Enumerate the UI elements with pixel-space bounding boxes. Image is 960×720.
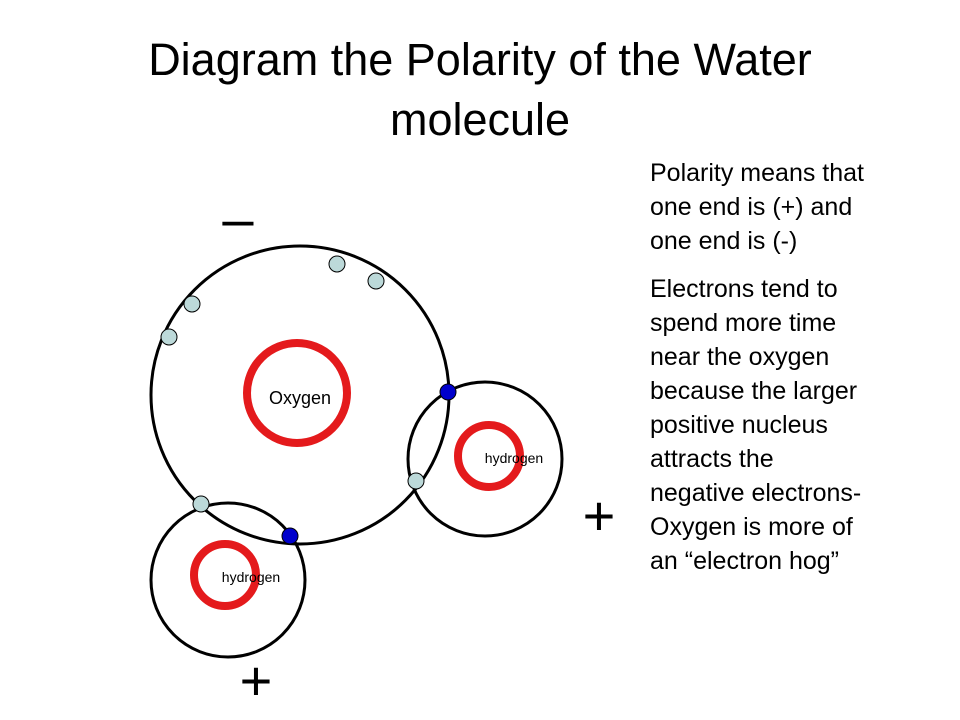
electron-line-9: an “electron hog” [650,547,840,575]
explanation-text: Polarity means that one end is (+) and o… [650,156,950,592]
electron-line-4: because the larger [650,377,858,405]
electron-line-6: attracts the [650,445,774,473]
electron-line-8: Oxygen is more of [650,513,853,541]
positive-charge-sign-bottom: + [240,649,273,712]
polarity-line-1: Polarity means that [650,159,864,187]
hydrogen-right-nucleus [454,421,524,491]
electron-unshared [328,255,346,273]
polarity-line-2: one end is (+) and [650,193,853,221]
polarity-definition: Polarity means that one end is (+) and o… [650,156,935,258]
slide-title: Diagram the Polarity of the Water molecu… [40,30,920,150]
negative-charge-sign: – [222,187,254,250]
oxygen-nucleus [243,339,351,447]
electron-unshared [367,272,385,290]
electron-unshared [183,295,201,313]
electron-unshared [160,328,178,346]
electron-line-3: near the oxygen [650,343,830,371]
hydrogen-left-nucleus [190,540,260,610]
electron-shared [439,383,457,401]
positive-charge-sign-right: + [583,484,616,547]
title-line-1: Diagram the Polarity of the Water [148,34,812,85]
oxygen-label: Oxygen [269,388,331,408]
electron-line-2: spend more time [650,309,837,337]
electron-explanation: Electrons tend to spend more time near t… [650,272,935,578]
electron-line-7: negative electrons- [650,479,862,507]
electron-line-5: positive nucleus [650,411,828,439]
electron-unshared [192,495,210,513]
title-line-2: molecule [389,94,571,145]
electron-line-1: Electrons tend to [650,275,838,303]
hydrogen-left-orbit [149,501,307,659]
electron-unshared [407,472,425,490]
hydrogen-left-label: hydrogen [222,569,280,585]
electron-shared [281,527,299,545]
hydrogen-right-orbit [406,380,564,538]
polarity-line-3: one end is (-) [650,227,798,255]
hydrogen-right-label: hydrogen [485,450,543,466]
